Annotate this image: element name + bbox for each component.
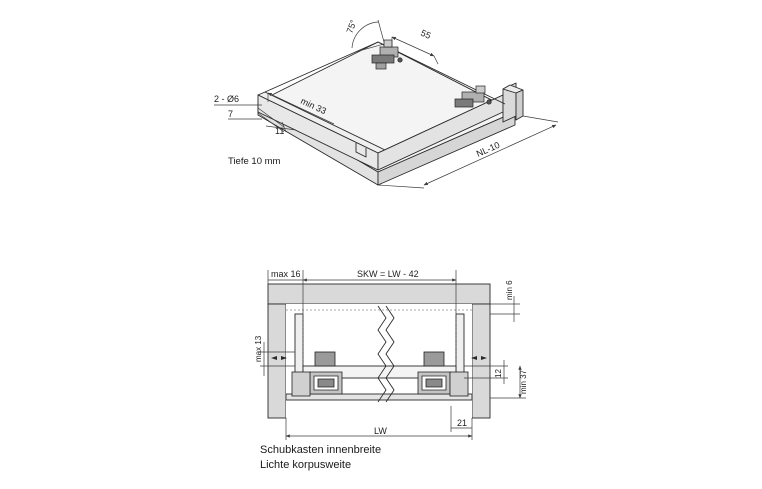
note-carcass-width: Lichte korpusweite — [260, 459, 352, 471]
d12-label: 12 — [494, 369, 503, 378]
dimension-nl10 — [377, 115, 559, 189]
dimension-11 — [265, 121, 297, 133]
bottom-far-edge — [264, 41, 379, 93]
drawer-front-plate — [285, 393, 473, 401]
max13-label: max 13 — [254, 335, 263, 362]
drawer-right-side — [455, 313, 465, 379]
angle-label: 75° — [344, 18, 358, 35]
min6-label: min 6 — [505, 280, 514, 300]
skw-label: SKW = LW - 42 — [357, 269, 419, 279]
runner-right — [417, 351, 469, 397]
break-lines — [377, 305, 395, 403]
hidden-lines — [286, 309, 472, 366]
drawer-bottom-isometric — [257, 41, 524, 186]
note-inner-width: Schubkasten innenbreite — [260, 444, 382, 456]
drawer-left-side — [294, 313, 304, 379]
min37-label: min 37 — [519, 369, 528, 394]
runner-left — [291, 351, 343, 397]
dim-55-label: 55 — [419, 28, 432, 41]
rear-upright-side — [515, 89, 524, 121]
locking-device-left — [371, 39, 403, 70]
left-board-notch — [355, 143, 367, 158]
max16-label: max 16 — [271, 269, 301, 279]
lw-label: LW — [374, 426, 387, 436]
locking-device-right — [454, 85, 492, 108]
dimension-55 — [391, 36, 439, 65]
depth-note: Tiefe 10 mm — [228, 156, 281, 167]
dimension-angle — [351, 19, 385, 53]
offset-11-label: 11 — [275, 126, 284, 136]
hole-label: 2 - Ø6 — [214, 94, 239, 104]
clearance-arrows — [271, 356, 487, 360]
section-dimension-lines — [260, 270, 526, 440]
dimension-min33 — [267, 92, 335, 125]
cabinet-left-wall — [267, 303, 287, 419]
d21-label: 21 — [457, 418, 467, 428]
cabinet-top-panel — [267, 283, 491, 305]
cabinet-right-wall — [471, 303, 491, 419]
dimension-hole-7 — [214, 104, 285, 133]
offset-7-label: 7 — [228, 109, 233, 119]
